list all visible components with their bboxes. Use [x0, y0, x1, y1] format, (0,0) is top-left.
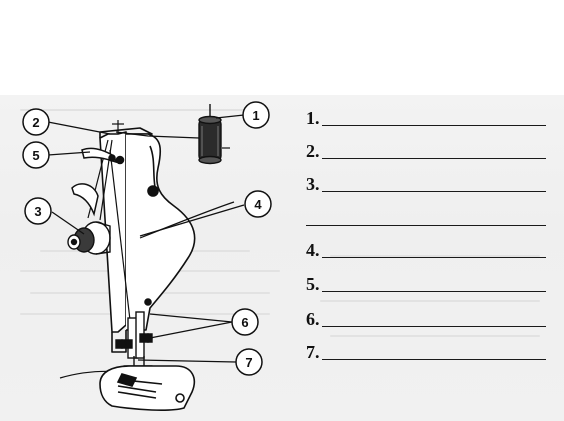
- answer-blank-line[interactable]: [322, 257, 546, 258]
- answer-blank-line[interactable]: [322, 158, 546, 159]
- answer-blank-line[interactable]: [322, 125, 546, 126]
- needle-plate: [99, 365, 196, 411]
- svg-text:6: 6: [241, 315, 248, 330]
- callout-3: 3: [24, 197, 52, 225]
- answer-blank-line[interactable]: [322, 359, 546, 360]
- answer-blank-line[interactable]: [322, 191, 546, 192]
- svg-text:5: 5: [32, 148, 39, 163]
- svg-text:2: 2: [32, 115, 39, 130]
- callout-2: 2: [22, 108, 50, 136]
- answer-blank-line[interactable]: [306, 225, 546, 226]
- answer-number: 5.: [306, 274, 320, 294]
- svg-text:1: 1: [252, 108, 259, 123]
- callout-4: 4: [244, 190, 272, 218]
- answer-blank-line[interactable]: [322, 291, 546, 292]
- answer-number: 6.: [306, 309, 320, 329]
- answer-blank-line[interactable]: [322, 326, 546, 327]
- tension-regulator: [67, 221, 111, 255]
- callout-1: 1: [242, 101, 270, 129]
- answer-number: 4.: [306, 240, 320, 260]
- svg-text:4: 4: [254, 197, 262, 212]
- answer-number: 3.: [306, 174, 320, 194]
- svg-text:7: 7: [245, 355, 252, 370]
- callout-leaders: [47, 114, 245, 363]
- thread-guide: [71, 183, 99, 217]
- callout-6: 6: [231, 308, 259, 336]
- machine-head: [99, 127, 196, 353]
- callout-7: 7: [235, 348, 263, 376]
- callout-5: 5: [22, 141, 50, 169]
- answer-number: 2.: [306, 141, 320, 161]
- answer-number: 7.: [306, 342, 320, 362]
- answer-number: 1.: [306, 108, 320, 128]
- take-up-lever: [81, 147, 118, 164]
- thread-spool: [198, 104, 222, 165]
- svg-text:3: 3: [34, 204, 41, 219]
